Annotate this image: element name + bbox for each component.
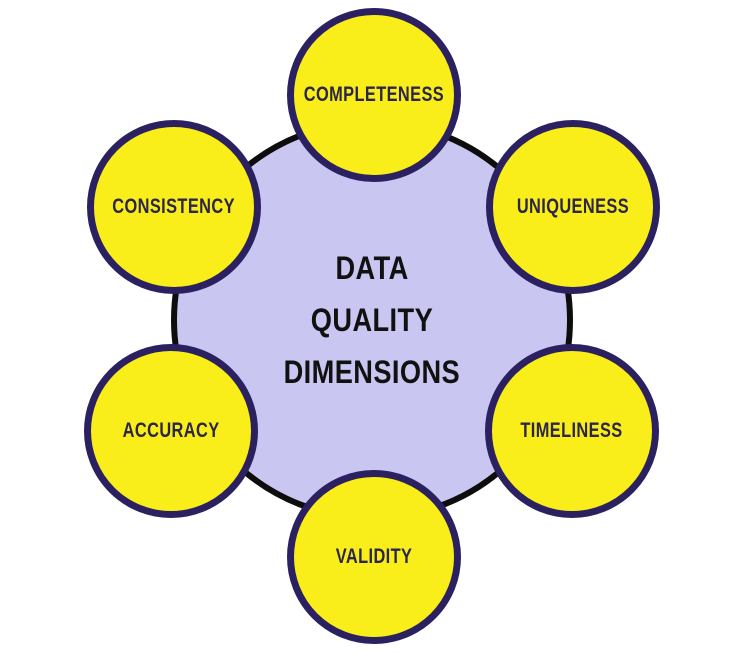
node-timeliness-label: TIMELINESS [520, 419, 624, 442]
center-title-line-1: DATA [335, 250, 409, 286]
node-accuracy-label: ACCURACY [122, 419, 220, 442]
node-validity-label: VALIDITY [335, 545, 413, 568]
node-consistency-label: CONSISTENCY [112, 195, 236, 218]
node-uniqueness: UNIQUENESS [486, 120, 660, 294]
node-validity: VALIDITY [287, 470, 461, 644]
node-completeness: COMPLETENESS [287, 8, 461, 182]
node-consistency: CONSISTENCY [87, 120, 261, 294]
node-timeliness: TIMELINESS [485, 344, 659, 518]
center-title-line-2: QUALITY [310, 302, 434, 338]
node-uniqueness-label: UNIQUENESS [516, 195, 630, 218]
node-accuracy: ACCURACY [84, 344, 258, 518]
node-completeness-label: COMPLETENESS [303, 83, 445, 106]
center-title-line-3: DIMENSIONS [283, 354, 461, 390]
